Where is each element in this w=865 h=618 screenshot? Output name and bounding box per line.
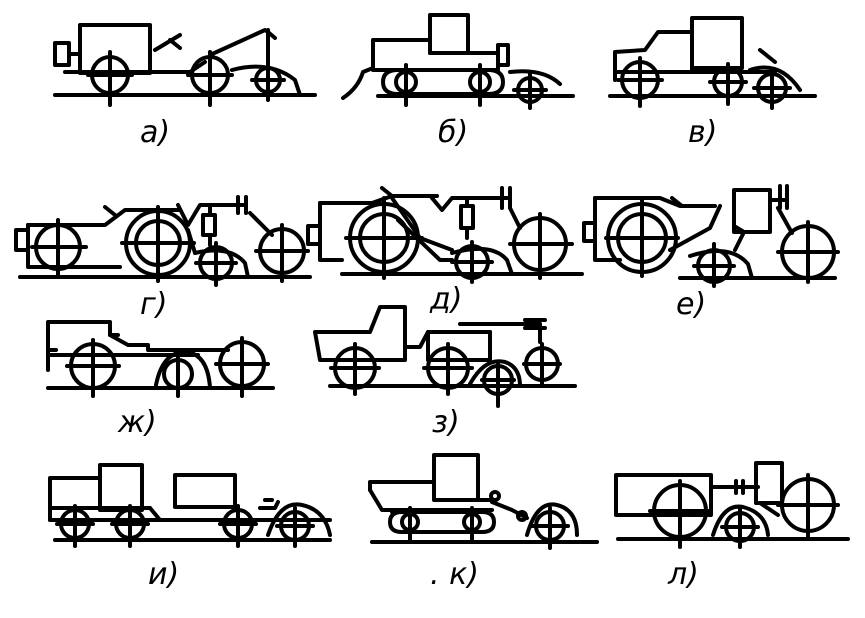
scheme-b <box>341 13 575 110</box>
caption-k: . к) <box>430 557 479 592</box>
caption-l: л) <box>668 557 699 592</box>
scheme-l <box>614 461 850 549</box>
caption-d: д) <box>430 282 463 317</box>
caption-e: е) <box>676 287 707 322</box>
scheme-k <box>368 453 599 550</box>
caption-g: г) <box>140 287 168 322</box>
scheme-a <box>53 23 317 107</box>
caption-v: в) <box>688 115 718 150</box>
caption-z: з) <box>432 405 460 440</box>
scheme-g <box>14 195 312 287</box>
scheme-v <box>608 16 817 110</box>
caption-i: и) <box>148 557 180 592</box>
scheme-z <box>313 305 577 408</box>
scheme-e <box>582 184 840 288</box>
caption-a: а) <box>140 115 171 150</box>
scheme-d <box>306 186 584 284</box>
scheme-zh <box>46 320 275 398</box>
caption-zh: ж) <box>118 405 157 440</box>
caption-b: б) <box>438 115 469 150</box>
scheme-i <box>48 463 332 548</box>
